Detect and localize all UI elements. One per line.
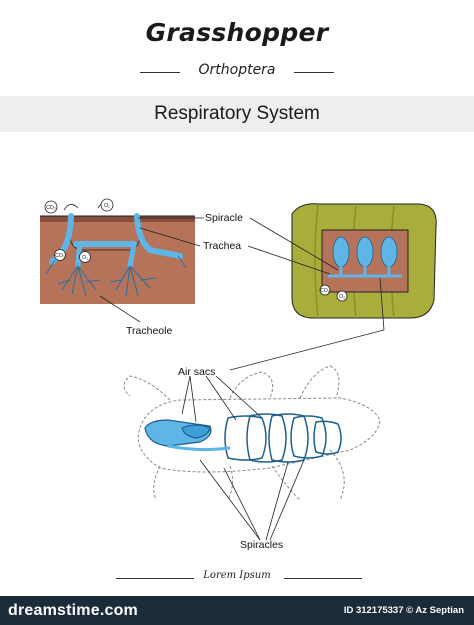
- section-header: Respiratory System: [0, 96, 474, 132]
- section-title: Respiratory System: [154, 103, 320, 124]
- footer-text: Lorem Ipsum: [203, 570, 271, 581]
- gas-o2-b: O₂: [82, 255, 88, 261]
- gas-co2-c: CO₂: [320, 288, 330, 294]
- label-tracheole: Tracheole: [126, 325, 172, 337]
- gas-co2-a: CO₂: [46, 205, 56, 211]
- label-air-sacs: Air sacs: [178, 366, 215, 378]
- footer-divider-left: [116, 578, 194, 579]
- label-spiracles: Spiracles: [240, 539, 283, 551]
- body-wall-section: CO₂ O₂ CO₂ O₂: [40, 198, 195, 304]
- label-spiracle: Spiracle: [205, 212, 243, 224]
- abdomen-segment: CO₂ O₂: [291, 203, 437, 319]
- cuticle-layer: [40, 216, 195, 222]
- gas-o2-c: O₂: [339, 294, 345, 300]
- tissue-block: [40, 216, 195, 304]
- leader-lines: [99, 217, 385, 371]
- footer: Lorem Ipsum: [0, 570, 474, 586]
- subtitle-divider-left: [140, 72, 180, 73]
- page-title: Grasshopper: [145, 18, 329, 47]
- subtitle-row: Orthoptera: [0, 62, 474, 82]
- internal-tracheal-system: [144, 413, 342, 463]
- page-subtitle: Orthoptera: [198, 62, 276, 78]
- label-trachea: Trachea: [203, 240, 241, 252]
- subtitle-divider-right: [294, 72, 334, 73]
- stock-id: ID 312175337 © Az Septian: [343, 605, 464, 616]
- gas-co2-b: CO₂: [55, 253, 65, 259]
- spiracles-leaders: [199, 459, 305, 541]
- brand-logo[interactable]: dreamstime.com: [8, 602, 138, 619]
- footer-divider-right: [284, 578, 362, 579]
- gas-o2-a: O₂: [104, 203, 110, 209]
- air-sacs-leaders: [181, 375, 263, 423]
- watermark-bar: dreamstime.com ID 312175337 © Az Septian: [0, 596, 474, 625]
